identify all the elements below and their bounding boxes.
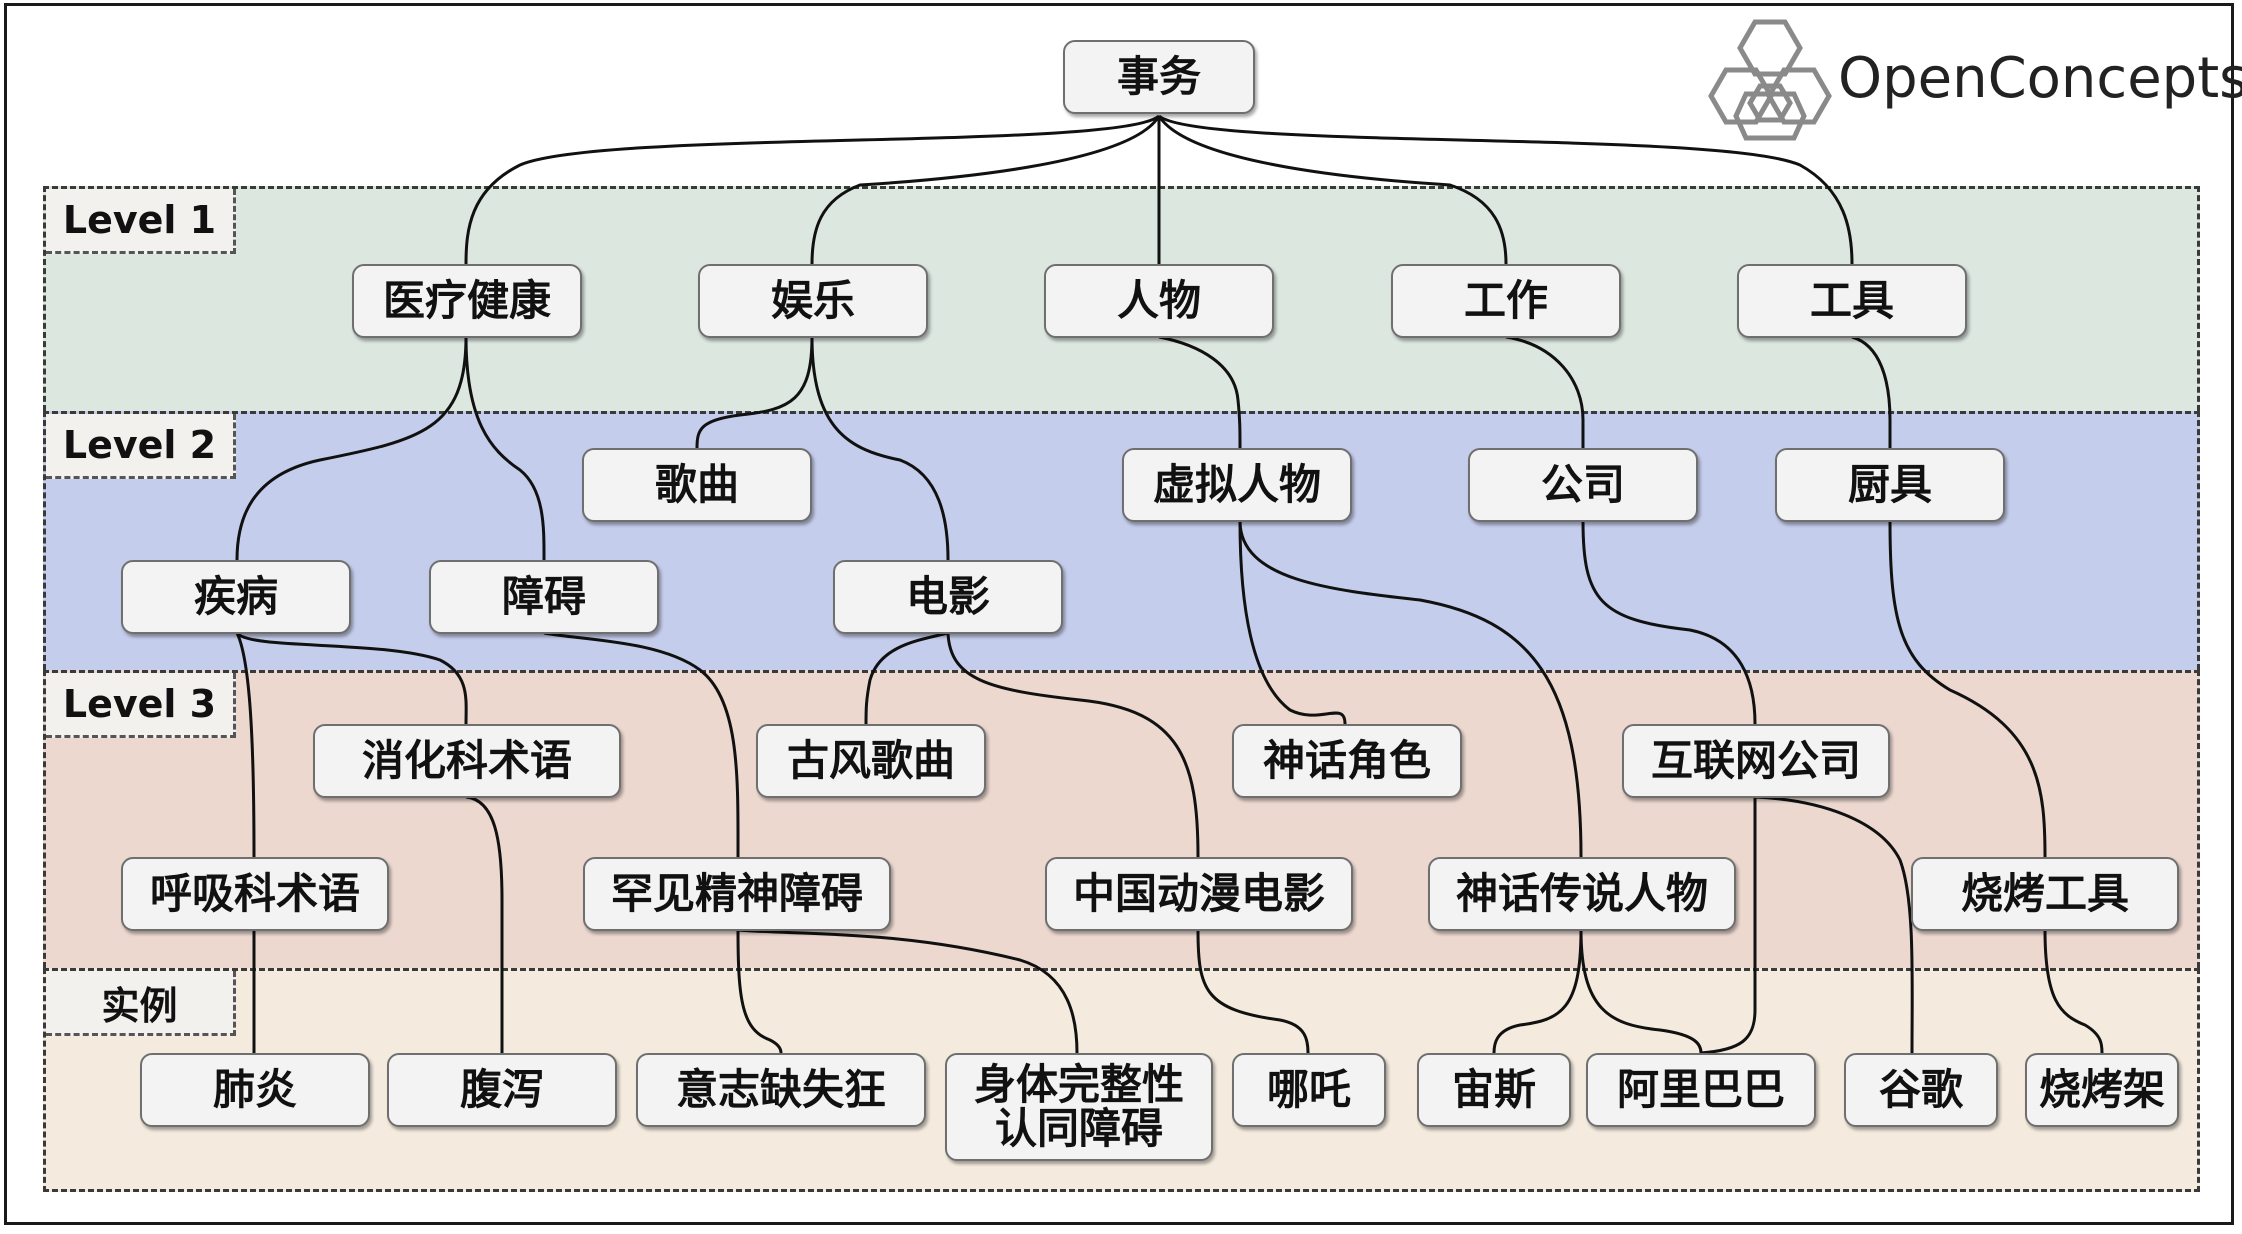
edge-root-medical: [464, 114, 1160, 265]
node-abulia: 意志缺失狂: [636, 1053, 926, 1127]
node-disorder: 障碍: [429, 560, 659, 634]
edge-disease-respiratory: [235, 632, 256, 858]
edge-anime-nezha: [1196, 929, 1310, 1054]
node-medical: 医疗健康: [352, 264, 582, 338]
edge-ent-movie: [810, 336, 950, 561]
edge-disease-digestive: [235, 631, 468, 725]
edge-virtual-myth-role: [1238, 520, 1347, 725]
node-movie: 电影: [833, 560, 1063, 634]
edge-rare-biid: [737, 928, 1079, 1054]
node-respiratory-term: 呼吸科术语: [121, 857, 389, 931]
edge-person-virtual: [1158, 335, 1242, 449]
edge-company-internet: [1581, 520, 1757, 725]
node-nezha: 哪吒: [1232, 1053, 1386, 1127]
level-1-label: Level 1: [46, 189, 236, 254]
edge-kitchen-bbq: [1888, 520, 2047, 858]
brand-name: OpenConcepts: [1838, 46, 2242, 111]
node-myth-role: 神话角色: [1232, 724, 1462, 798]
edge-rare-abulia: [736, 929, 783, 1054]
level-2-label: Level 2: [46, 414, 236, 479]
edge-legend-alibaba: [1579, 929, 1703, 1054]
node-google: 谷歌: [1844, 1053, 1998, 1127]
node-disease: 疾病: [121, 560, 351, 634]
node-virtual-person: 虚拟人物: [1122, 448, 1352, 522]
node-song: 歌曲: [582, 448, 812, 522]
edge-virtual-myth-legend: [1238, 520, 1583, 858]
hexagon-cluster-icon: [1708, 19, 1832, 141]
node-myth-legend-person: 神话传说人物: [1428, 857, 1736, 931]
node-work: 工作: [1391, 264, 1621, 338]
edge-bbq-rack: [2043, 929, 2104, 1054]
node-tool: 工具: [1737, 264, 1967, 338]
node-digestive-term: 消化科术语: [313, 724, 621, 798]
node-company: 公司: [1468, 448, 1698, 522]
edge-internet-google: [1754, 795, 1914, 1054]
instance-label: 实例: [46, 971, 236, 1036]
edge-tool-kitchen: [1851, 335, 1892, 448]
edge-root-entertainment: [810, 115, 1161, 265]
edge-movie-ancient: [864, 631, 949, 725]
node-alibaba: 阿里巴巴: [1586, 1053, 1816, 1127]
node-biid: 身体完整性 认同障碍: [945, 1053, 1213, 1161]
edge-medical-disorder: [464, 336, 546, 561]
edge-medical-disease: [235, 336, 468, 561]
node-bbq-rack: 烧烤架: [2025, 1053, 2179, 1127]
edge-root-tool: [1158, 114, 1854, 265]
edge-legend-zeus: [1492, 929, 1583, 1054]
edge-root-work: [1157, 115, 1508, 265]
node-ancient-song: 古风歌曲: [756, 724, 986, 798]
node-internet-company: 互联网公司: [1622, 724, 1890, 798]
node-zeus: 宙斯: [1417, 1053, 1571, 1127]
node-entertainment: 娱乐: [698, 264, 928, 338]
node-person: 人物: [1044, 264, 1274, 338]
edge-movie-anime: [946, 632, 1200, 858]
node-pneumonia: 肺炎: [140, 1053, 370, 1127]
edge-disorder-rare: [543, 631, 740, 858]
edge-internet-alibaba: [1700, 797, 1757, 1055]
node-root: 事务: [1063, 40, 1255, 114]
edge-digestive-diarrhea: [465, 795, 504, 1053]
edge-ent-song: [695, 336, 814, 449]
level-3-label: Level 3: [46, 673, 236, 738]
node-chinese-anime-movie: 中国动漫电影: [1045, 857, 1353, 931]
edge-work-company: [1505, 335, 1585, 448]
node-rare-mental-disorder: 罕见精神障碍: [583, 857, 891, 931]
node-bbq-tool: 烧烤工具: [1911, 857, 2179, 931]
node-kitchenware: 厨具: [1775, 448, 2005, 522]
node-diarrhea: 腹泻: [387, 1053, 617, 1127]
